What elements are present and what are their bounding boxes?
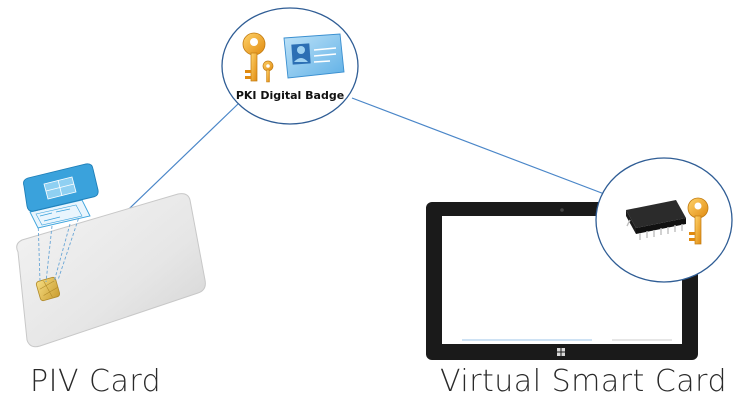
piv-card-caption: PIV Card: [30, 364, 162, 399]
arrow-to-virtual-smart-card: [351, 97, 630, 205]
microchip-icon: [626, 200, 686, 240]
piv-card-illustration: [16, 163, 206, 348]
smart-card-chip-icon: [35, 276, 61, 302]
pki-digital-badge-node: PKI Digital Badge: [221, 7, 359, 125]
chip-projection-lines: [37, 213, 81, 283]
small-key-icon: [262, 60, 274, 83]
id-badge-icon: [283, 33, 345, 79]
virtual-smart-card-node: [595, 157, 733, 283]
piv-card: [16, 193, 206, 348]
windows-logo-icon: [557, 348, 565, 356]
key-icon: [242, 32, 266, 82]
badge-label: PKI Digital Badge: [236, 89, 344, 102]
virtual-smart-card-caption: Virtual Smart Card: [440, 364, 728, 399]
chip-exploded-layers: [23, 163, 99, 229]
key-icon: [687, 197, 709, 245]
